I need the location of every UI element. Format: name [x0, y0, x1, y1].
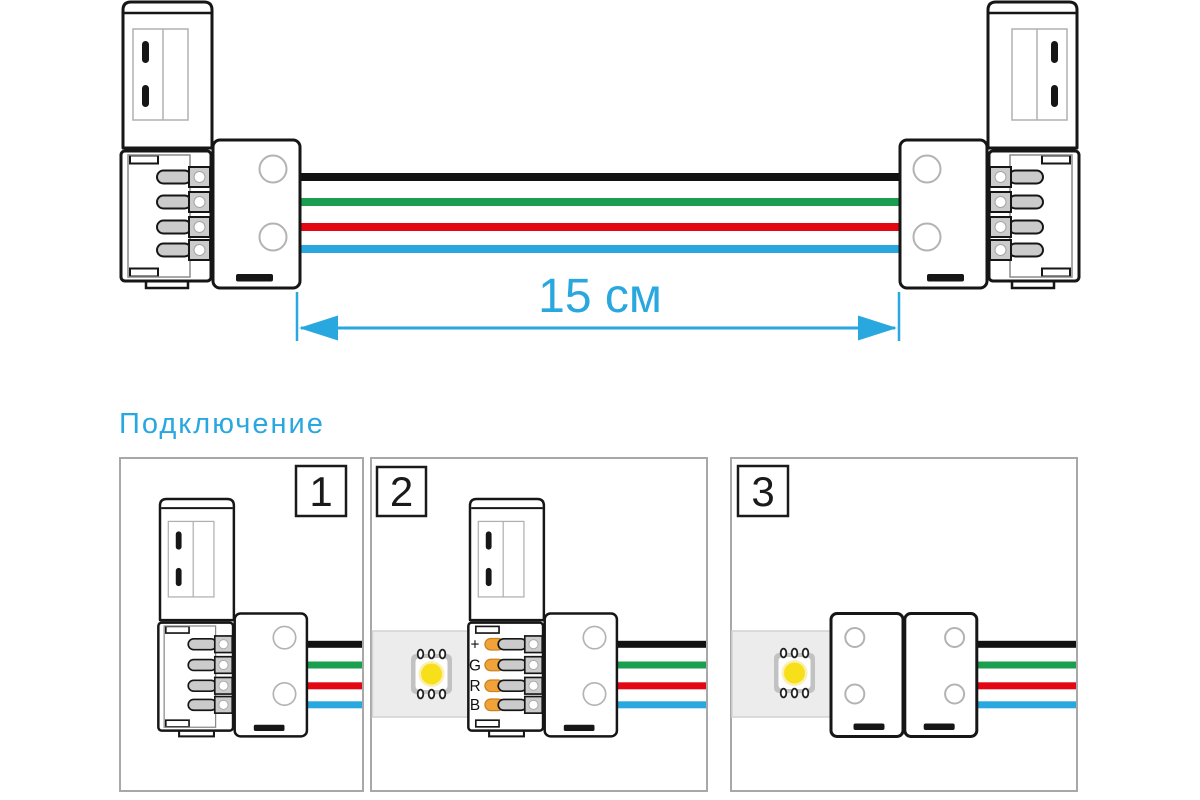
wire-red	[305, 682, 362, 690]
body-label-bar	[923, 723, 955, 730]
wire-black	[975, 640, 1076, 648]
wire-harness	[300, 173, 899, 253]
step-badge-2-box	[375, 465, 428, 518]
wire-blue	[975, 701, 1076, 709]
wire-black	[300, 173, 899, 181]
pad-label-g: G	[469, 657, 481, 674]
wire-green	[305, 661, 362, 669]
wire-blue	[615, 701, 706, 709]
wire-black	[615, 640, 706, 648]
panel-2-wires	[615, 640, 706, 709]
cover-screw-hole-top	[844, 627, 866, 648]
cover-screw-hole-bottom	[844, 683, 866, 705]
dimension-arrowhead-left	[299, 315, 338, 341]
wire-green	[300, 198, 899, 206]
dimension-label: 15 см	[538, 270, 662, 323]
step-badge-1-box	[294, 464, 348, 518]
wire-green	[975, 661, 1076, 669]
wire-green	[615, 661, 706, 669]
connector-body-closed	[903, 612, 979, 738]
pad-label-plus: +	[470, 637, 479, 654]
body-screw-hole-top	[944, 627, 966, 648]
panel-3-wires	[975, 640, 1076, 709]
dimension: 15 см	[295, 270, 901, 341]
wire-blue	[300, 245, 899, 253]
wire-red	[615, 682, 706, 690]
wire-red	[975, 682, 1076, 690]
clip-cover-closed	[829, 612, 905, 738]
step-panel-2: + G R B 2	[370, 457, 708, 792]
led-chip	[773, 647, 816, 699]
step-panel-1: 1	[119, 457, 364, 792]
step-badge-1-number: 1	[309, 468, 332, 515]
step-badge-2-number: 2	[390, 468, 413, 515]
wire-black	[305, 640, 362, 648]
pad-label-b: B	[470, 697, 480, 714]
dimension-arrowhead-right	[858, 315, 897, 341]
wire-blue	[305, 701, 362, 709]
panel-1-wires	[305, 640, 362, 709]
top-figure: 15 см	[121, 2, 1079, 341]
section-title: Подключение	[119, 408, 325, 440]
step-badge-3-number: 3	[751, 468, 774, 515]
led-chip	[410, 648, 453, 700]
step-badge-3-box	[736, 464, 790, 518]
cover-label-bar	[853, 723, 885, 730]
pad-labels: + G R B	[469, 637, 481, 715]
wire-red	[300, 223, 899, 231]
step-panel-3: 3	[730, 457, 1078, 792]
connector-on-strip: + G R B	[467, 497, 619, 738]
body-screw-hole-bottom	[944, 683, 966, 705]
pad-label-r: R	[469, 678, 480, 695]
closed-connector	[829, 612, 979, 738]
